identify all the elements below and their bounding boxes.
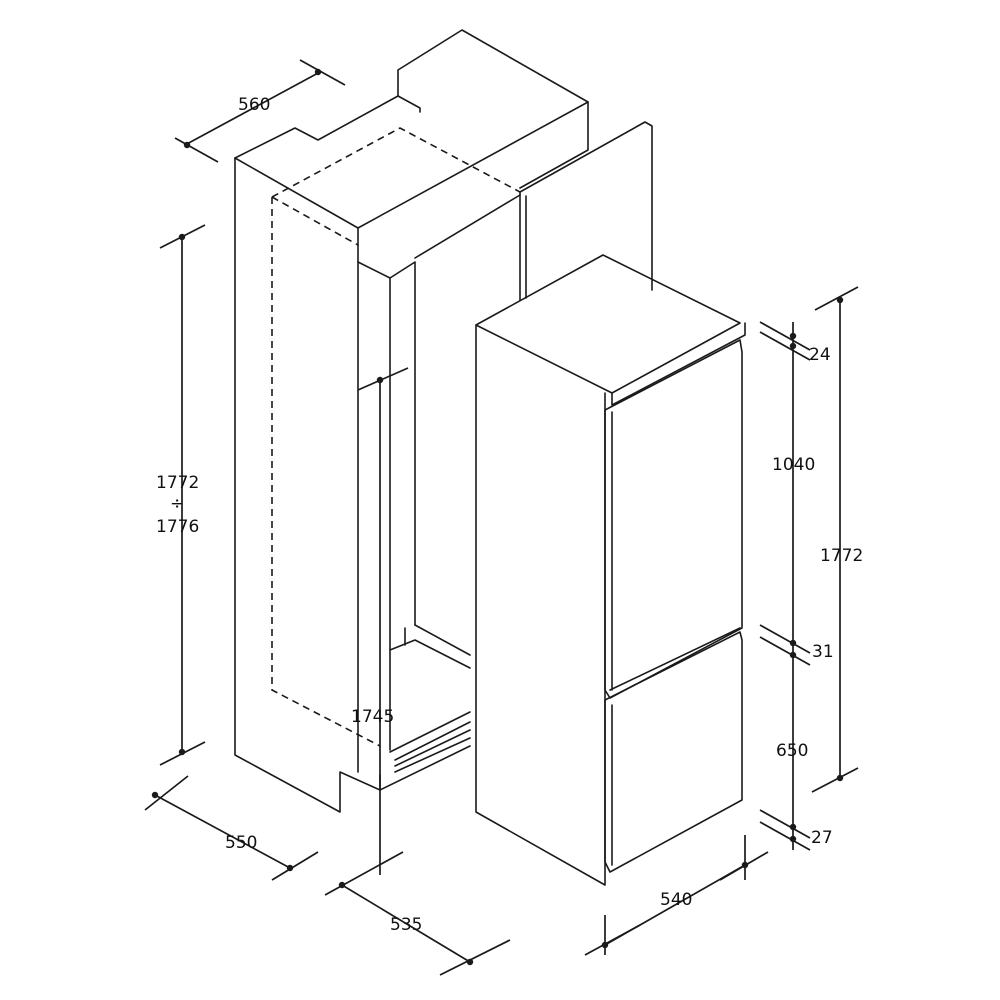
label-top-gap: 24 bbox=[809, 345, 831, 365]
dimension-lines bbox=[144, 59, 859, 976]
label-bottom-gap: 27 bbox=[811, 828, 833, 848]
label-appliance-width: 540 bbox=[660, 890, 692, 910]
label-upper-door: 1040 bbox=[772, 455, 815, 475]
label-niche-height-2: 1776 bbox=[156, 517, 199, 537]
label-inner-height: 1745 bbox=[351, 707, 394, 727]
label-niche-height-separator: ÷ bbox=[170, 494, 184, 514]
label-appliance-height: 1772 bbox=[820, 546, 863, 566]
label-inner-depth: 535 bbox=[390, 915, 422, 935]
lower-door bbox=[604, 631, 743, 873]
dimension-labels: 560 1772 ÷ 1776 1745 550 535 540 24 1040… bbox=[156, 95, 863, 935]
label-middle-gap: 31 bbox=[812, 642, 834, 662]
label-lower-door: 650 bbox=[776, 741, 808, 761]
cabinet-niche bbox=[234, 29, 653, 813]
label-niche-width: 560 bbox=[238, 95, 270, 115]
label-niche-height-1: 1772 bbox=[156, 473, 199, 493]
appliance-body bbox=[475, 254, 746, 886]
label-niche-depth: 550 bbox=[225, 833, 257, 853]
upper-door bbox=[604, 339, 743, 699]
